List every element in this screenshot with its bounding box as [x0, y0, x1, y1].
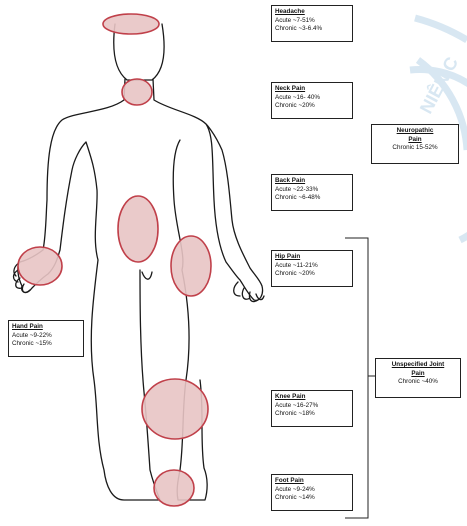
- foot-region: [154, 470, 194, 506]
- neuropathic-title-line1: Neuropathic: [375, 127, 455, 136]
- right-fingers: [234, 282, 264, 302]
- hip-title: Hip Pain: [275, 253, 349, 262]
- hand-region: [18, 247, 62, 285]
- hip-chronic: Chronic ~20%: [275, 270, 349, 279]
- joint-title-line2: Pain: [379, 370, 457, 379]
- knee-acute: Acute ~16-27%: [275, 402, 349, 411]
- foot-chronic: Chronic ~14%: [275, 494, 349, 503]
- crotch-outline: [142, 272, 152, 279]
- neuropathic-title-line2: Pain: [375, 136, 455, 145]
- back-title: Back Pain: [275, 177, 349, 186]
- neck-acute: Acute ~16- 40%: [275, 94, 349, 103]
- foot-label: Foot Pain Acute ~9-24% Chronic ~14%: [271, 474, 353, 511]
- back-acute: Acute ~22-33%: [275, 186, 349, 195]
- hip-label: Hip Pain Acute ~11-21% Chronic ~20%: [271, 250, 353, 287]
- neck-label: Neck Pain Acute ~16- 40% Chronic ~20%: [271, 82, 353, 119]
- hand-chronic: Chronic ~15%: [12, 340, 80, 349]
- joint-value: Chronic ~40%: [379, 378, 457, 387]
- headache-label: Headache Acute ~7-51% Chronic ~3-6.4%: [271, 5, 353, 42]
- neuropathic-label: Neuropathic Pain Chronic 15-52%: [371, 124, 459, 164]
- knee-region: [142, 379, 208, 439]
- hip-region: [171, 236, 211, 296]
- headache-acute: Acute ~7-51%: [275, 17, 349, 26]
- neck-chronic: Chronic ~20%: [275, 102, 349, 111]
- back-label: Back Pain Acute ~22-33% Chronic ~6-48%: [271, 174, 353, 211]
- headache-title: Headache: [275, 8, 349, 17]
- back-chronic: Chronic ~6-48%: [275, 194, 349, 203]
- neck-region: [122, 79, 152, 105]
- hand-acute: Acute ~9-22%: [12, 332, 80, 341]
- headache-region: [103, 14, 159, 34]
- pain-regions: [18, 14, 211, 506]
- torso-right-outline: [173, 140, 207, 500]
- hand-label: Hand Pain Acute ~9-22% Chronic ~15%: [8, 320, 84, 357]
- joint-label: Unspecified Joint Pain Chronic ~40%: [375, 358, 461, 398]
- neuropathic-value: Chronic 15-52%: [375, 144, 455, 153]
- foot-acute: Acute ~9-24%: [275, 486, 349, 495]
- back-region: [118, 196, 158, 262]
- knee-title: Knee Pain: [275, 393, 349, 402]
- neck-title: Neck Pain: [275, 85, 349, 94]
- hand-title: Hand Pain: [12, 323, 80, 332]
- knee-label: Knee Pain Acute ~16-27% Chronic ~18%: [271, 390, 353, 427]
- joint-title-line1: Unspecified Joint: [379, 361, 457, 370]
- headache-chronic: Chronic ~3-6.4%: [275, 25, 349, 34]
- left-side-outline: [18, 79, 160, 500]
- hip-acute: Acute ~11-21%: [275, 262, 349, 271]
- foot-title: Foot Pain: [275, 477, 349, 486]
- knee-chronic: Chronic ~18%: [275, 410, 349, 419]
